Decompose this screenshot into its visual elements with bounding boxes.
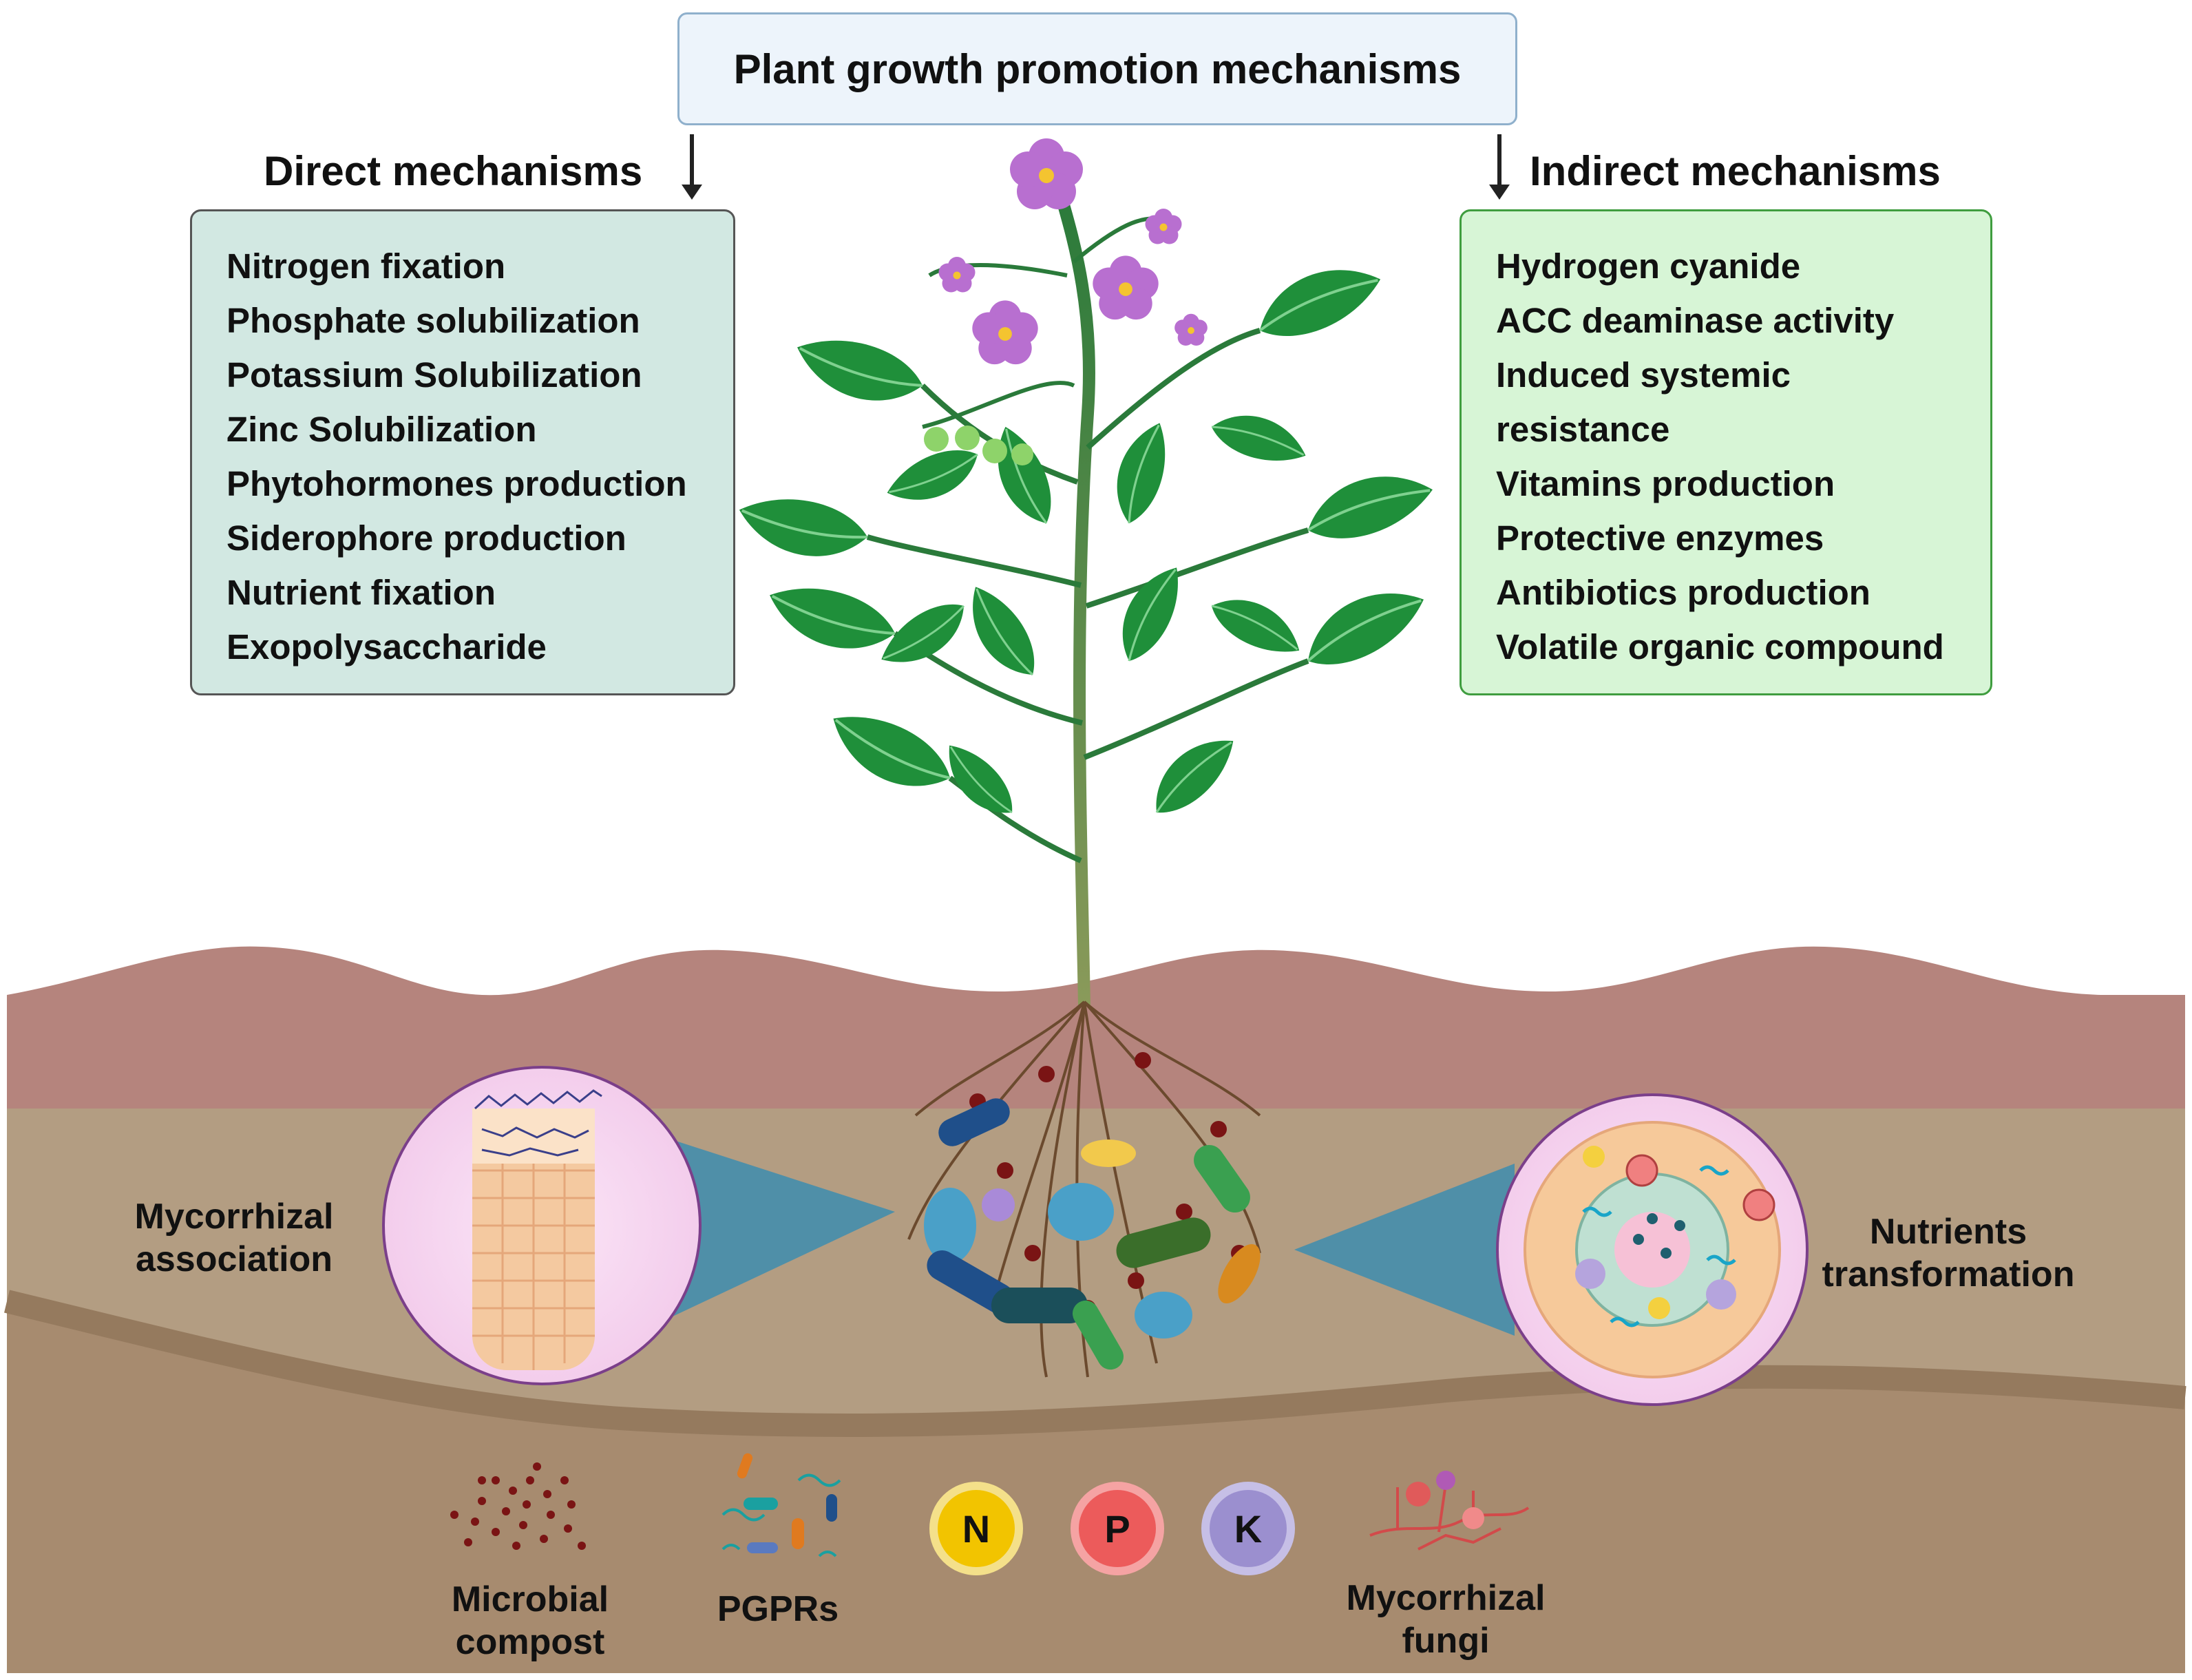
indirect-item: Antibiotics production <box>1496 573 1870 612</box>
direct-mechanisms-box: Nitrogen fixation Phosphate solubilizati… <box>190 209 735 695</box>
zoom-wedge-right <box>1294 1164 1515 1336</box>
direct-item: Zinc Solubilization <box>226 410 537 449</box>
direct-item: Exopolysaccharide <box>226 627 547 666</box>
direct-heading: Direct mechanisms <box>264 148 643 194</box>
soil-top-layer <box>7 946 2185 1115</box>
indirect-heading: Indirect mechanisms <box>1530 148 1941 194</box>
direct-item: Phytohormones production <box>226 464 687 503</box>
direct-item: Potassium Solubilization <box>226 355 642 395</box>
indirect-item: Protective enzymes <box>1496 518 1824 558</box>
pgprs-icon <box>721 1453 841 1557</box>
zoom-circle-mycorrhizal <box>382 1066 702 1385</box>
indirect-item: Hydrogen cyanide <box>1496 246 1801 286</box>
arrow-direct <box>682 134 702 200</box>
potassium-badge: K <box>1201 1482 1295 1575</box>
indirect-item: Induced systemic <box>1496 355 1791 395</box>
bacteria-cluster <box>924 1098 1261 1370</box>
indirect-mechanisms-box: Hydrogen cyanide ACC deaminase activity … <box>1459 209 1992 695</box>
pgprs-label: PGPRs <box>717 1589 839 1629</box>
mycorrhizal-association-label: Mycorrhizal association <box>134 1197 334 1279</box>
mycorrhizal-fungi-icon <box>1369 1471 1530 1551</box>
direct-item: Nutrient fixation <box>226 573 496 612</box>
nitrogen-badge: N <box>929 1482 1023 1575</box>
zoom-wedge-left <box>661 1136 895 1322</box>
diagram-title: Plant growth promotion mechanisms <box>733 45 1462 92</box>
indirect-item: Volatile organic compound <box>1496 627 1944 666</box>
arrow-indirect <box>1489 134 1510 200</box>
nutrients-transformation-label: Nutrients transformation <box>1822 1212 2075 1294</box>
indirect-item: resistance <box>1496 410 1670 449</box>
soil-band <box>4 1290 2186 1437</box>
mycorrhizal-fungi-label: Mycorrhizal fungi <box>1346 1578 1546 1661</box>
indirect-item: ACC deaminase activity <box>1496 301 1895 340</box>
indirect-item: Vitamins production <box>1496 464 1835 503</box>
phosphorus-badge: P <box>1071 1482 1164 1575</box>
title-box: Plant growth promotion mechanisms <box>677 12 1517 125</box>
direct-item: Phosphate solubilization <box>226 301 640 340</box>
microbial-compost-icon <box>450 1462 586 1550</box>
direct-item: Nitrogen fixation <box>226 246 506 286</box>
direct-item: Siderophore production <box>226 518 626 558</box>
plant-illustration <box>730 138 1441 1006</box>
zoom-circle-nutrients <box>1496 1093 1809 1406</box>
microbial-compost-label: Microbial compost <box>451 1579 609 1662</box>
